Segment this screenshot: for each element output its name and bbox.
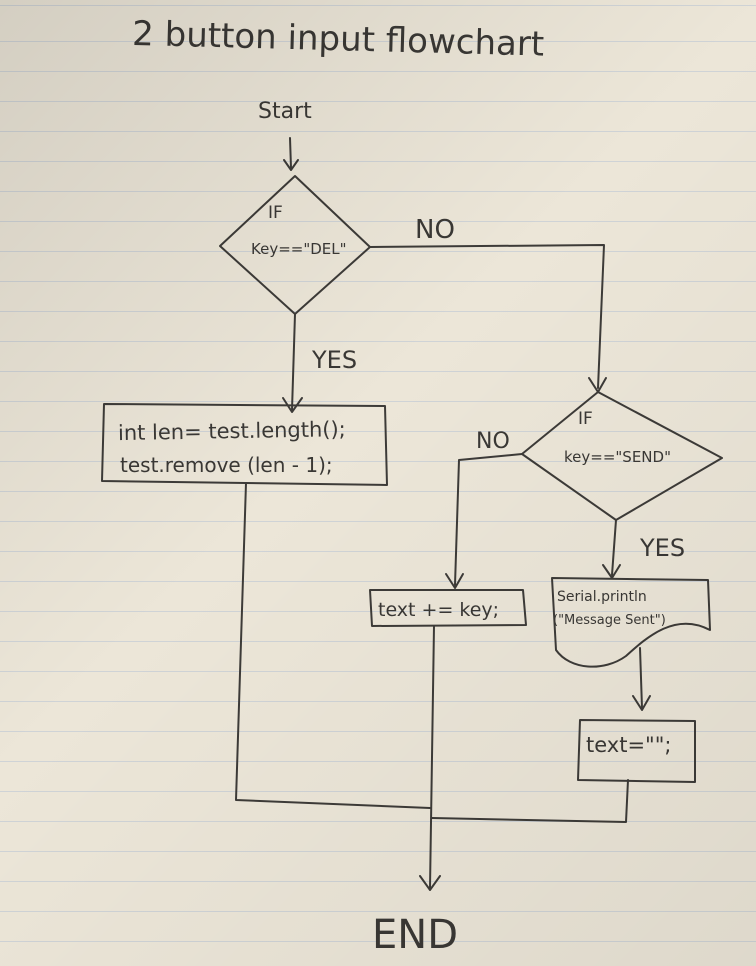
send-yes-label: YES bbox=[639, 534, 685, 562]
del-yes-label: YES bbox=[311, 346, 357, 374]
serial-to-clear-arrow bbox=[632, 647, 651, 711]
serial-output-line2: ("Message Sent") bbox=[553, 613, 666, 628]
send-no-label: NO bbox=[476, 429, 510, 454]
append-process-text: text += key; bbox=[378, 599, 499, 621]
serial-output-line1: Serial.println bbox=[557, 589, 647, 605]
start-arrow bbox=[283, 137, 299, 171]
decision-del-condition: Key=="DEL" bbox=[251, 240, 347, 258]
append-process-box bbox=[369, 589, 527, 627]
merge-connectors bbox=[235, 482, 629, 891]
delete-process-box bbox=[101, 403, 388, 486]
serial-output-document bbox=[551, 577, 711, 668]
send-yes-connector bbox=[602, 519, 621, 579]
send-no-connector bbox=[445, 453, 523, 589]
clear-process-text: text=""; bbox=[586, 733, 671, 757]
del-yes-connector bbox=[282, 313, 303, 413]
decision-send-condition: key=="SEND" bbox=[564, 448, 671, 466]
delete-process-line2: test.remove (len - 1); bbox=[120, 453, 333, 477]
decision-send-if: IF bbox=[578, 409, 593, 429]
flowchart-title: 2 button input flowchart bbox=[132, 14, 545, 65]
end-label: END bbox=[372, 912, 458, 958]
delete-process-line1: int len= test.length(); bbox=[118, 417, 346, 445]
decision-del-if: IF bbox=[268, 203, 283, 223]
del-no-label: NO bbox=[415, 215, 455, 245]
clear-process-box bbox=[577, 719, 696, 783]
start-label: Start bbox=[258, 99, 312, 124]
del-no-connector bbox=[369, 244, 607, 393]
